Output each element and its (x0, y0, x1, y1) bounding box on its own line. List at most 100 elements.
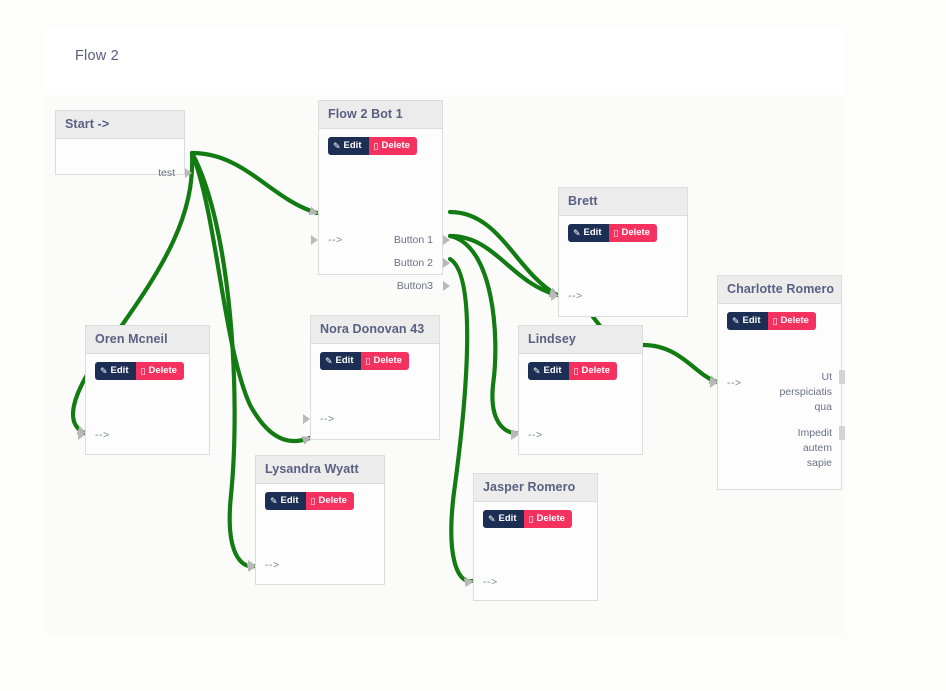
delete-button[interactable]: ▯ Delete (767, 312, 816, 330)
node-action-row: ✎ Edit ▯ Delete (328, 137, 417, 155)
port-handle-icon[interactable] (466, 577, 473, 587)
port-in[interactable]: --> (320, 413, 335, 425)
edge-lindsey-to-charlotte (640, 342, 720, 385)
pencil-square-icon: ✎ (270, 496, 278, 506)
node-title: Start -> (56, 111, 184, 139)
delete-button-label: Delete (148, 365, 177, 376)
pencil-square-icon: ✎ (732, 316, 740, 326)
node-lysandra-wyatt[interactable]: Lysandra Wyatt ✎ Edit ▯ Delete --> (248, 455, 385, 585)
port-handle-icon[interactable] (185, 168, 192, 178)
port-out-lorem-1[interactable]: Ut perspiciatis qua (779, 370, 832, 415)
trash-icon: ▯ (573, 366, 579, 376)
node-jasper-romero[interactable]: Jasper Romero ✎ Edit ▯ Delete --> (466, 473, 598, 601)
node-action-row: ✎ Edit ▯ Delete (528, 362, 617, 380)
node-brett[interactable]: Brett ✎ Edit ▯ Delete --> (551, 187, 688, 317)
edit-button[interactable]: ✎ Edit (320, 352, 361, 370)
port-handle-icon[interactable] (303, 414, 310, 424)
port-handle-icon[interactable] (511, 430, 518, 440)
edit-button[interactable]: ✎ Edit (568, 224, 609, 242)
node-start[interactable]: Start -> test (55, 110, 192, 179)
port-handle-icon[interactable] (311, 235, 318, 245)
port-out-lorem-2-line-2: autem (802, 442, 832, 454)
node-charlotte-romero[interactable]: Charlotte Romero ✎ Edit ▯ Delete --> Ut (710, 275, 845, 490)
port-in[interactable]: --> (328, 234, 343, 246)
delete-button[interactable]: ▯ Delete (360, 352, 409, 370)
port-in[interactable]: --> (95, 429, 110, 441)
node-action-row: ✎ Edit ▯ Delete (483, 510, 572, 528)
delete-button-label: Delete (318, 495, 347, 506)
port-handle-icon[interactable] (443, 281, 450, 291)
edit-button[interactable]: ✎ Edit (265, 492, 306, 510)
node-oren-mcneil[interactable]: Oren Mcneil ✎ Edit ▯ Delete --> (78, 325, 210, 455)
node-body: ✎ Edit ▯ Delete --> (303, 344, 439, 440)
edit-button-label: Edit (742, 315, 761, 326)
delete-button-label: Delete (780, 315, 809, 326)
delete-button[interactable]: ▯ Delete (368, 137, 417, 155)
delete-button[interactable]: ▯ Delete (568, 362, 617, 380)
pencil-square-icon: ✎ (325, 356, 333, 366)
port-in[interactable]: --> (727, 377, 742, 389)
port-out-test[interactable]: test (158, 167, 175, 179)
node-title: Brett (559, 188, 687, 216)
trash-icon: ▯ (772, 316, 778, 326)
pencil-square-icon: ✎ (333, 141, 341, 151)
node-body: ✎ Edit ▯ Delete --> (551, 216, 687, 317)
delete-button-label: Delete (536, 513, 565, 524)
edit-button[interactable]: ✎ Edit (328, 137, 369, 155)
trash-icon: ▯ (140, 366, 146, 376)
port-out-button-1[interactable]: Button 1 (393, 234, 433, 246)
node-flow2-bot1[interactable]: Flow 2 Bot 1 ✎ Edit ▯ Delete --> Button … (311, 100, 450, 292)
delete-button[interactable]: ▯ Delete (608, 224, 657, 242)
port-in[interactable]: --> (568, 290, 583, 302)
node-nora-donovan-43[interactable]: Nora Donovan 43 ✎ Edit ▯ Delete --> (303, 315, 440, 440)
edge-btn2-to-lindsey (447, 233, 523, 439)
port-out-lorem-2[interactable]: Impedit autem sapie (798, 426, 832, 471)
edit-button[interactable]: ✎ Edit (483, 510, 524, 528)
edit-button-label: Edit (110, 365, 129, 376)
edit-button-label: Edit (335, 355, 354, 366)
pencil-square-icon: ✎ (100, 366, 108, 376)
node-body: ✎ Edit ▯ Delete --> (466, 502, 597, 601)
node-action-row: ✎ Edit ▯ Delete (265, 492, 354, 510)
node-lindsey[interactable]: Lindsey ✎ Edit ▯ Delete --> (511, 325, 643, 455)
port-handle-icon[interactable] (78, 430, 85, 440)
node-body: ✎ Edit ▯ Delete --> (248, 484, 384, 585)
port-handle-icon[interactable] (443, 235, 450, 245)
port-handle-icon[interactable] (443, 258, 450, 268)
port-in[interactable]: --> (265, 559, 280, 571)
trash-icon: ▯ (528, 514, 534, 524)
node-action-row: ✎ Edit ▯ Delete (320, 352, 409, 370)
edit-button-label: Edit (343, 140, 362, 151)
pencil-square-icon: ✎ (573, 228, 581, 238)
port-out-lorem-2-line-1: Impedit (797, 427, 832, 439)
delete-button-label: Delete (621, 227, 650, 238)
delete-button[interactable]: ▯ Delete (135, 362, 184, 380)
port-out-lorem-1-line-1: Ut (821, 371, 833, 383)
delete-button[interactable]: ▯ Delete (305, 492, 354, 510)
port-out-button-3[interactable]: Button3 (396, 280, 433, 292)
port-handle-icon[interactable] (839, 426, 845, 440)
port-handle-icon[interactable] (839, 370, 845, 384)
trash-icon: ▯ (373, 141, 379, 151)
node-title: Lindsey (519, 326, 642, 354)
edit-button-label: Edit (583, 227, 602, 238)
node-title: Flow 2 Bot 1 (319, 101, 442, 129)
delete-button-label: Delete (581, 365, 610, 376)
port-handle-icon[interactable] (248, 560, 255, 570)
port-handle-icon[interactable] (710, 378, 717, 388)
port-handle-icon[interactable] (551, 291, 558, 301)
trash-icon: ▯ (365, 356, 371, 366)
delete-button[interactable]: ▯ Delete (523, 510, 572, 528)
node-title: Charlotte Romero (718, 276, 841, 304)
port-out-button-2[interactable]: Button 2 (393, 257, 433, 269)
port-in[interactable]: --> (483, 576, 498, 588)
edit-button[interactable]: ✎ Edit (528, 362, 569, 380)
edit-button[interactable]: ✎ Edit (727, 312, 768, 330)
port-in[interactable]: --> (528, 429, 543, 441)
flow-canvas[interactable]: Start -> test Flow 2 Bot 1 ✎ Edit ▯ Dele… (45, 95, 845, 635)
node-body: ✎ Edit ▯ Delete --> Button 1 Button 2 Bu… (311, 129, 450, 292)
port-out-lorem-1-line-2: perspiciatis (779, 386, 832, 398)
edit-button[interactable]: ✎ Edit (95, 362, 136, 380)
edit-button-label: Edit (543, 365, 562, 376)
